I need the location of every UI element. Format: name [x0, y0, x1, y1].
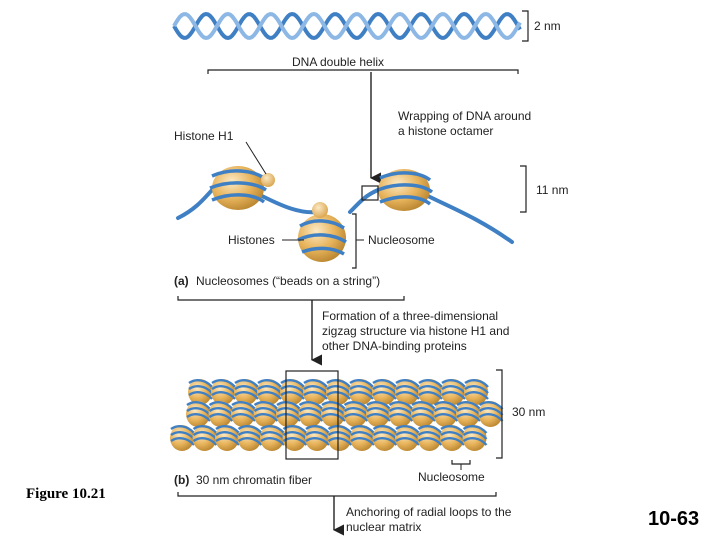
fiber-nucleosome [237, 425, 263, 451]
fiber-nucleosome [280, 379, 305, 405]
histone-h1-bead [261, 173, 275, 187]
dna-double-helix [172, 11, 522, 41]
fiber-nucleosome [215, 425, 240, 451]
helix-brace [207, 69, 519, 74]
label-dna-double-helix: DNA double helix [292, 55, 384, 69]
fiber-nucleosome [298, 401, 324, 427]
label-anchoring-line2: nuclear matrix [346, 520, 421, 534]
figure-caption: Figure 10.21 [26, 486, 106, 502]
label-11nm: 11 nm [536, 183, 568, 197]
label-wrapping-line2: a histone octamer [398, 124, 493, 138]
panel-a-brace [177, 296, 405, 301]
fiber-nucleosome [464, 379, 489, 405]
fiber-nucleosome [388, 401, 414, 427]
fiber-nucleosome [282, 425, 308, 451]
label-30nm: 30 nm [512, 405, 545, 419]
pointer-histone-h1 [245, 141, 267, 175]
nucleosome-right [377, 169, 434, 211]
fiber-nucleosome [321, 401, 346, 427]
beads-on-string [176, 166, 514, 262]
helix-strand-2 [172, 11, 522, 41]
label-formation-line3: other DNA-binding proteins [322, 339, 467, 353]
fiber-nucleosome [349, 379, 374, 405]
label-histone-h1: Histone H1 [174, 129, 234, 143]
label-panel-b-letter: (b) [174, 473, 189, 487]
fiber-nucleosome [395, 425, 420, 451]
label-nucleosome-a: Nucleosome [368, 233, 435, 247]
label-2nm: 2 nm [534, 19, 561, 33]
panel-b-brace [177, 492, 497, 497]
fiber-nucleosome [231, 401, 256, 427]
fiber-nucleosome [441, 379, 466, 405]
fiber-nucleosome [188, 379, 213, 405]
chromatin-fiber-30nm [170, 379, 504, 451]
page-number: 10-63 [648, 508, 700, 530]
fiber-nucleosome [462, 425, 488, 451]
label-histones: Histones [228, 233, 275, 247]
fiber-nucleosome [211, 379, 236, 405]
fiber-nucleosome [372, 379, 397, 405]
dna-zoom-box [361, 185, 379, 201]
fiber-nucleosome [418, 379, 443, 405]
fiber-nucleosome [186, 401, 211, 427]
fiber-nucleosome [456, 401, 481, 427]
fiber-nucleosome [303, 379, 328, 405]
label-formation-line2: zigzag structure via histone H1 and [322, 324, 509, 338]
fiber-nucleosome [260, 425, 285, 451]
label-nucleosome-b: Nucleosome [418, 470, 485, 484]
fiber-nucleosome [253, 401, 279, 427]
bracket-2nm [522, 10, 529, 42]
bracket-11nm [520, 165, 527, 213]
bracket-nucleosome-b [451, 460, 471, 465]
bracket-30nm [496, 369, 503, 459]
fiber-nucleosome [305, 425, 330, 451]
label-panel-b-title: 30 nm chromatin fiber [196, 473, 312, 487]
fiber-zoom-box [285, 370, 339, 460]
label-formation-line1: Formation of a three-dimensional [322, 309, 498, 323]
fiber-nucleosome [276, 401, 301, 427]
nucleosome-center [297, 202, 347, 262]
fiber-nucleosome [192, 425, 218, 451]
fiber-nucleosome [327, 425, 353, 451]
label-panel-a-title: Nucleosomes (“beads on a string”) [196, 274, 380, 288]
dna-linker-strand [176, 186, 514, 244]
label-wrapping-line1: Wrapping of DNA around [398, 109, 531, 123]
fiber-nucleosome [433, 401, 459, 427]
fiber-nucleosome [372, 425, 398, 451]
fiber-nucleosome [366, 401, 391, 427]
fiber-nucleosome [170, 425, 195, 451]
fiber-nucleosome [411, 401, 436, 427]
fiber-nucleosome [417, 425, 443, 451]
fiber-nucleosome [350, 425, 375, 451]
label-panel-a-letter: (a) [174, 274, 189, 288]
fiber-nucleosome [395, 379, 420, 405]
label-anchoring-line1: Anchoring of radial loops to the [346, 505, 512, 519]
fiber-nucleosome [234, 379, 259, 405]
fiber-nucleosome [440, 425, 465, 451]
fiber-nucleosome [257, 379, 282, 405]
fiber-nucleosome [478, 401, 504, 427]
nucleosome-left [209, 166, 267, 210]
fiber-nucleosome [343, 401, 369, 427]
bracket-nucleosome-a [352, 213, 357, 269]
fiber-nucleosome [208, 401, 234, 427]
